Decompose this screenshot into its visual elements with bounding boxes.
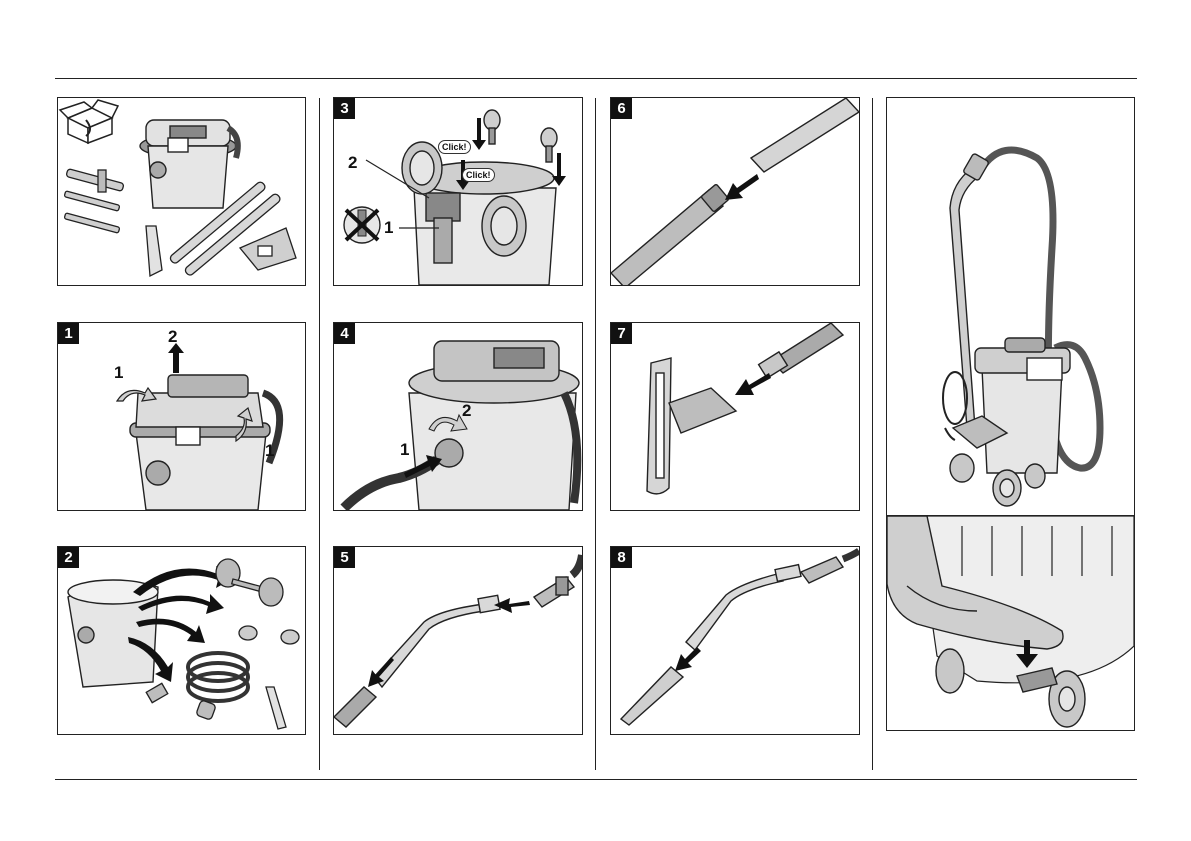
open-box-icon [60, 100, 118, 143]
callout-2: 2 [462, 401, 471, 421]
panel-step-6: 6 [610, 97, 860, 286]
step-number-badge: 3 [334, 98, 355, 119]
callout-2: 2 [348, 153, 357, 173]
step-8-illustration [611, 547, 859, 734]
step-2-illustration [58, 547, 305, 734]
step-number-badge: 5 [334, 547, 355, 568]
step-1-illustration [58, 323, 305, 510]
callout-1-left: 1 [114, 363, 123, 383]
wheels-axle [216, 559, 283, 606]
panel-assembled [886, 97, 1135, 517]
column-separator-1 [319, 98, 320, 770]
panel-step-8: 8 [610, 546, 860, 735]
caster-wheels [484, 110, 557, 162]
tube-upper [751, 98, 859, 172]
suction-tube [334, 687, 376, 727]
step-number-badge: 6 [611, 98, 632, 119]
step-6-illustration [611, 98, 859, 285]
hose-coil [188, 653, 248, 701]
unpack-illustration [58, 98, 305, 285]
brake-detail-illustration [887, 516, 1134, 730]
panel-unpack [57, 97, 306, 286]
bent-wand [686, 565, 801, 650]
click-label-2: Click! [462, 168, 495, 182]
step-number-badge: 1 [58, 323, 79, 344]
floor-nozzle-parts [64, 169, 124, 234]
vacuum-body-illustration [975, 338, 1070, 473]
step-3-illustration [334, 98, 582, 285]
callout-1-right: 1 [265, 441, 274, 461]
wheel-right [482, 196, 526, 256]
tube-lower [611, 184, 729, 285]
caster-wheels [239, 626, 299, 644]
step-5-illustration [334, 547, 582, 734]
hose-handle [801, 551, 859, 583]
callout-1: 1 [384, 218, 393, 238]
hose-handle [534, 555, 582, 607]
panel-step-5: 5 [333, 546, 583, 735]
crevice-tool [146, 226, 162, 276]
panel-brake-detail [886, 515, 1135, 731]
callout-1: 1 [400, 440, 409, 460]
panel-step-4: 4 2 1 [333, 322, 583, 511]
crevice-tool [621, 667, 683, 725]
arrow-icon [168, 343, 184, 373]
panel-step-1: 1 2 1 1 [57, 322, 306, 511]
step-number-badge: 4 [334, 323, 355, 344]
step-number-badge: 8 [611, 547, 632, 568]
bent-wand [374, 595, 500, 687]
step-number-badge: 2 [58, 547, 79, 568]
crossed-out-screwdriver-icon [344, 207, 380, 243]
panel-step-7: 7 [610, 322, 860, 511]
arrow-icon [735, 373, 771, 395]
column-separator-2 [595, 98, 596, 770]
panel-step-3: 3 [333, 97, 583, 286]
arrow-icon [675, 647, 701, 671]
vacuum-body-illustration [140, 120, 238, 208]
step-4-illustration [334, 323, 582, 510]
callout-2: 2 [168, 327, 177, 347]
filter-part [240, 228, 296, 270]
column-separator-3 [872, 98, 873, 770]
top-rule [55, 78, 1137, 79]
suction-tube [759, 323, 843, 378]
bottom-rule [55, 779, 1137, 780]
assembled-vacuum-illustration [887, 98, 1134, 516]
panel-step-2: 2 [57, 546, 306, 735]
wheel-left [402, 142, 442, 194]
click-label-1: Click! [438, 140, 471, 154]
arrow-icon [725, 174, 759, 200]
floor-nozzle [647, 358, 736, 494]
step-number-badge: 7 [611, 323, 632, 344]
step-7-illustration [611, 323, 859, 510]
